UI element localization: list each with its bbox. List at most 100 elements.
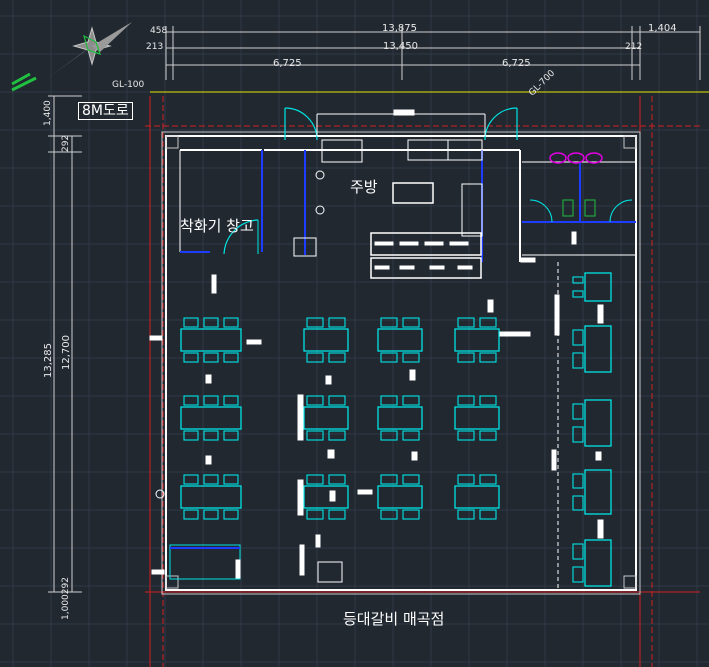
dim-top-inner: 13,450	[383, 41, 418, 52]
chair	[457, 474, 475, 485]
dim-half-left: 6,725	[273, 58, 302, 69]
kitchen-sink	[321, 139, 363, 163]
chair	[457, 317, 475, 328]
counter-mark	[429, 265, 445, 270]
chair	[572, 495, 584, 511]
chair	[402, 395, 420, 406]
chair	[203, 474, 219, 485]
kitchen-fixture	[315, 205, 325, 215]
kitchen-equipment	[392, 182, 434, 204]
dining-table	[377, 328, 423, 352]
column	[623, 135, 637, 149]
fixture-mark	[411, 451, 418, 461]
chair	[380, 352, 398, 363]
chair	[328, 474, 346, 485]
chair	[306, 317, 324, 328]
chair	[479, 509, 497, 520]
chair	[203, 317, 219, 328]
counter-area	[169, 544, 241, 580]
toilet-fixture-icon	[567, 152, 585, 164]
fixture-mark	[329, 490, 336, 502]
chair	[306, 509, 324, 520]
kitchen-label: 주방	[350, 178, 378, 196]
dining-table	[180, 328, 242, 352]
chair	[328, 509, 346, 520]
chair	[183, 352, 199, 363]
booth-table	[584, 539, 612, 587]
chair	[203, 395, 219, 406]
chair	[306, 352, 324, 363]
chair	[328, 430, 346, 441]
outer-wall	[165, 135, 637, 591]
column	[165, 135, 179, 149]
fixture-mark	[499, 331, 531, 337]
chair	[479, 474, 497, 485]
chair	[457, 430, 475, 441]
door-swing	[529, 199, 553, 223]
kitchen-counter-long	[370, 232, 482, 256]
store-name-label: 등대갈비 매곡점	[343, 610, 445, 628]
chair	[402, 430, 420, 441]
fixture-mark	[211, 274, 217, 294]
chair	[306, 474, 324, 485]
chair	[183, 430, 199, 441]
booth-table	[584, 272, 612, 302]
dim-left-1400: 1,400	[43, 100, 53, 126]
chair	[328, 352, 346, 363]
chair	[183, 395, 199, 406]
fixture-mark	[299, 544, 305, 576]
chair	[183, 474, 199, 485]
chair	[479, 430, 497, 441]
chair	[572, 403, 584, 420]
dim-top-inner-right: 212	[625, 42, 643, 52]
chair	[328, 317, 346, 328]
booth-table	[584, 469, 612, 515]
fixture-mark	[409, 369, 416, 381]
dim-left-292-top: 292	[61, 134, 71, 152]
dining-table	[377, 485, 423, 509]
booth-table	[584, 325, 612, 373]
counter-mark	[399, 265, 415, 270]
outer-wall-face	[161, 131, 641, 595]
chair	[306, 395, 324, 406]
chair	[572, 426, 584, 443]
chair	[203, 509, 219, 520]
dining-table	[377, 406, 423, 430]
dim-half-right: 6,725	[502, 58, 531, 69]
fixture-mark	[487, 299, 494, 313]
storage-door-swing	[223, 219, 259, 255]
chair	[457, 509, 475, 520]
chair	[203, 352, 219, 363]
fixture-mark	[520, 257, 536, 263]
chair	[380, 430, 398, 441]
counter-mark	[457, 265, 473, 270]
canopy-mark	[393, 109, 415, 116]
chair	[328, 395, 346, 406]
counter-mark	[424, 241, 444, 246]
fixture-mark	[315, 534, 321, 548]
toilet-fixture-icon	[584, 199, 596, 217]
dining-table	[180, 485, 242, 509]
storage-label: 착화기 창고	[180, 217, 254, 235]
dim-left-bottom: 1,000292	[61, 577, 71, 620]
road-marker-icon	[11, 72, 31, 86]
chair	[380, 395, 398, 406]
dining-table	[303, 328, 349, 352]
dining-table	[180, 406, 242, 430]
dim-top-left-small: 458	[150, 26, 168, 36]
road-label: 8M도로	[78, 102, 133, 120]
toilet-fixture-icon	[585, 152, 603, 164]
fixture-mark	[551, 449, 557, 471]
booth-table	[584, 399, 612, 447]
chair	[572, 276, 584, 284]
chair	[183, 317, 199, 328]
fixture-mark	[235, 559, 241, 579]
dim-top-overall: 13,875	[382, 23, 417, 34]
toilet-fixture-icon	[562, 199, 574, 217]
counter-mark	[399, 241, 419, 246]
chair	[306, 430, 324, 441]
fixture-mark	[325, 375, 332, 385]
fixture-mark	[595, 451, 602, 461]
